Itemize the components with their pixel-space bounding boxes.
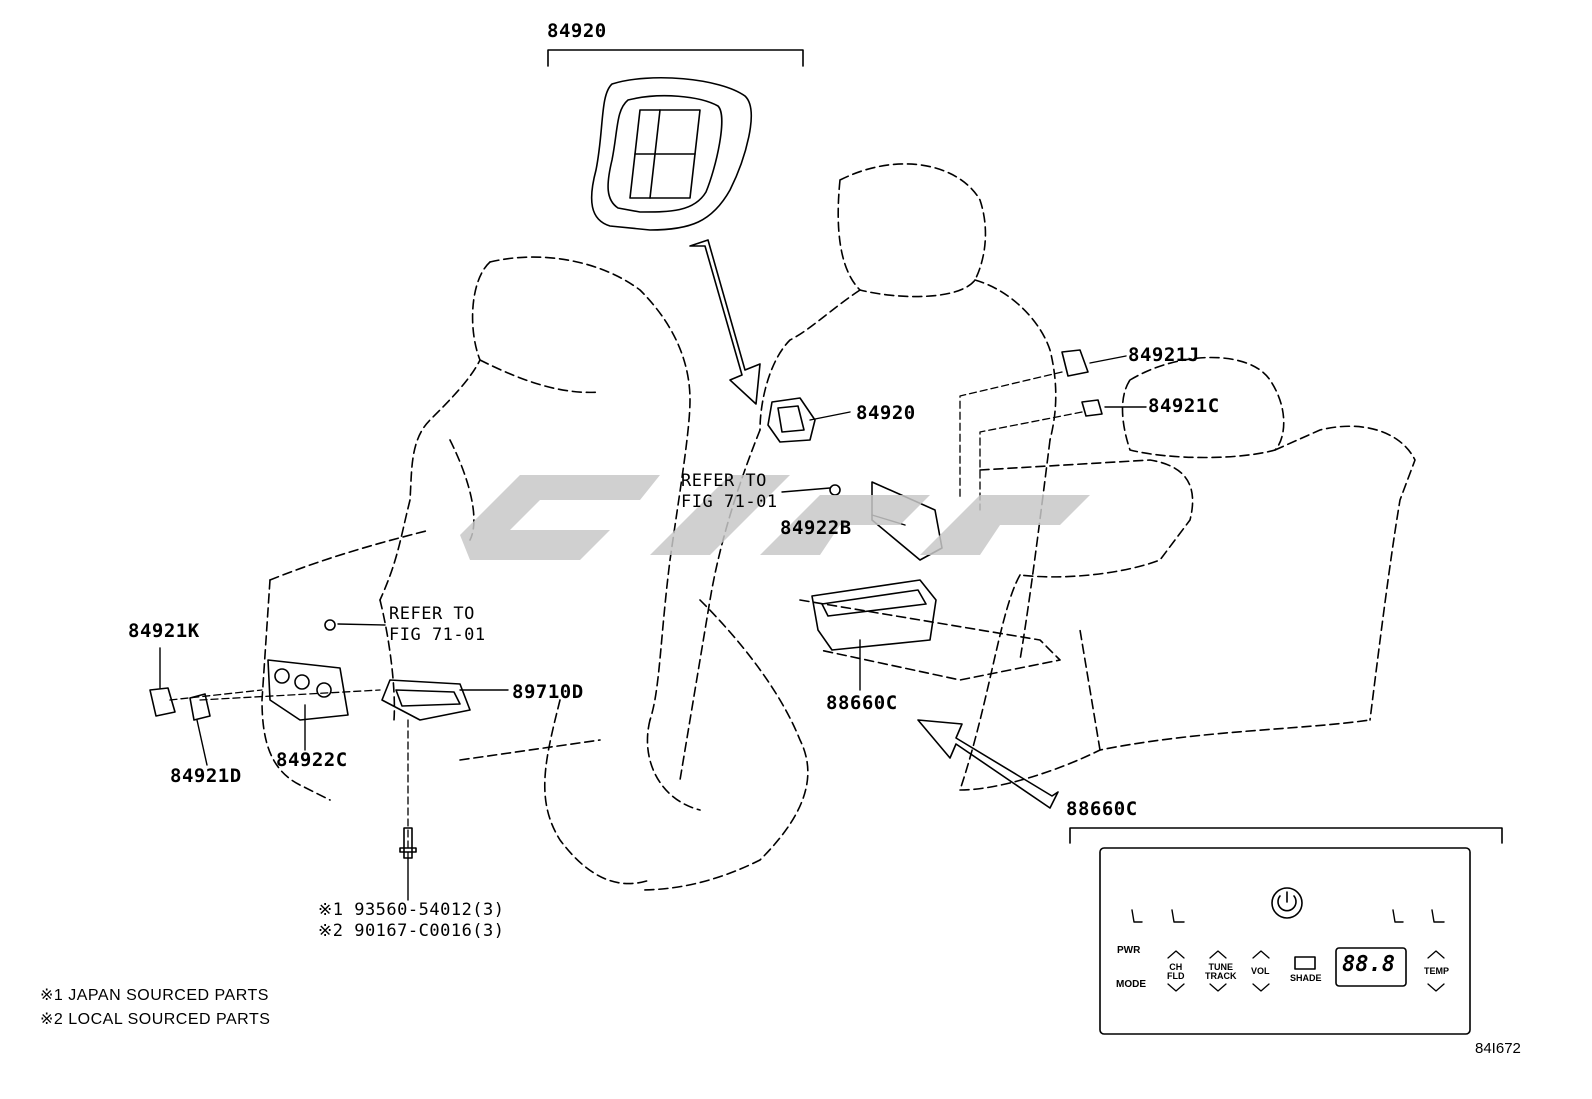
- leader-lines: [159, 355, 1147, 901]
- part-89710D: [381, 679, 471, 721]
- bolt-lower: [324, 619, 336, 631]
- figure-id: 84I672: [1475, 1040, 1521, 1057]
- part-84922C: [267, 659, 349, 721]
- shade-label: SHADE: [1290, 973, 1322, 983]
- fld-label: FLD: [1167, 971, 1185, 982]
- label-88660C-panel: 88660C: [1066, 798, 1138, 820]
- watermark-logo: [460, 475, 1090, 560]
- seat-icons: [1131, 909, 1445, 923]
- tune-label: TUNE: [1208, 962, 1234, 972]
- dashed-leaders: [169, 371, 1083, 859]
- refer-lower-line2: FIG 71-01: [389, 625, 486, 646]
- refer-upper: REFER TO FIG 71-01: [681, 471, 778, 514]
- label-84921J: 84921J: [1128, 344, 1200, 366]
- temp-label: TEMP: [1424, 966, 1450, 976]
- vol-label: VOL: [1251, 966, 1270, 976]
- mode-label: MODE: [1116, 979, 1146, 990]
- shade-icon: [1294, 956, 1316, 970]
- part-84921K: [149, 687, 176, 717]
- power-button-icon: [1271, 887, 1303, 919]
- bracket-88660C: [1069, 827, 1503, 844]
- part-84921C: [1081, 399, 1103, 417]
- label-89710D: 89710D: [512, 681, 584, 703]
- label-84922B: 84922B: [780, 517, 852, 539]
- left-seat-outline: [261, 256, 701, 885]
- label-84922C: 84922C: [276, 749, 348, 771]
- refer-lower: REFER TO FIG 71-01: [389, 604, 486, 647]
- part-88660C: [811, 579, 937, 651]
- pwr-label: PWR: [1117, 945, 1141, 956]
- label-88660C: 88660C: [826, 692, 898, 714]
- switch-detail-top: [590, 76, 752, 231]
- part-84921J: [1061, 349, 1089, 377]
- control-panel-frame: [1099, 847, 1471, 1035]
- part-84920-switch: [767, 397, 816, 443]
- ch-label: CH: [1169, 962, 1183, 972]
- refer-lower-line1: REFER TO: [389, 604, 475, 624]
- footnote-1: ※1 JAPAN SOURCED PARTS: [40, 987, 269, 1004]
- bolt-ref-1: ※1 93560-54012(3): [318, 900, 505, 920]
- bolt-ref-2: ※2 90167-C0016(3): [318, 921, 505, 942]
- ch-fld-label: CH FLD: [1167, 962, 1185, 982]
- bolt-refs: ※1 93560-54012(3) ※2 90167-C0016(3): [318, 900, 505, 943]
- arrow-down: [689, 239, 761, 405]
- label-84921K: 84921K: [128, 620, 200, 642]
- display-readout: 88.8: [1342, 952, 1395, 977]
- tune-track-label: TUNE TRACK: [1205, 962, 1237, 982]
- display-frame: [1335, 947, 1407, 987]
- label-84920-seat: 84920: [856, 402, 916, 424]
- label-84921C: 84921C: [1148, 395, 1220, 417]
- right-seat-outline: [639, 163, 1416, 891]
- label-84921D: 84921D: [170, 765, 242, 787]
- refer-upper-line2: FIG 71-01: [681, 492, 778, 513]
- part-84921D: [189, 693, 211, 721]
- footnote-2: ※2 LOCAL SOURCED PARTS: [40, 1011, 271, 1028]
- track-label: TRACK: [1205, 971, 1237, 982]
- bracket-84920: [547, 49, 804, 67]
- arrow-upleft: [917, 719, 1059, 809]
- chevrons: [1167, 950, 1445, 992]
- refer-upper-line1: REFER TO: [681, 471, 767, 491]
- label-84920-top: 84920: [547, 20, 607, 42]
